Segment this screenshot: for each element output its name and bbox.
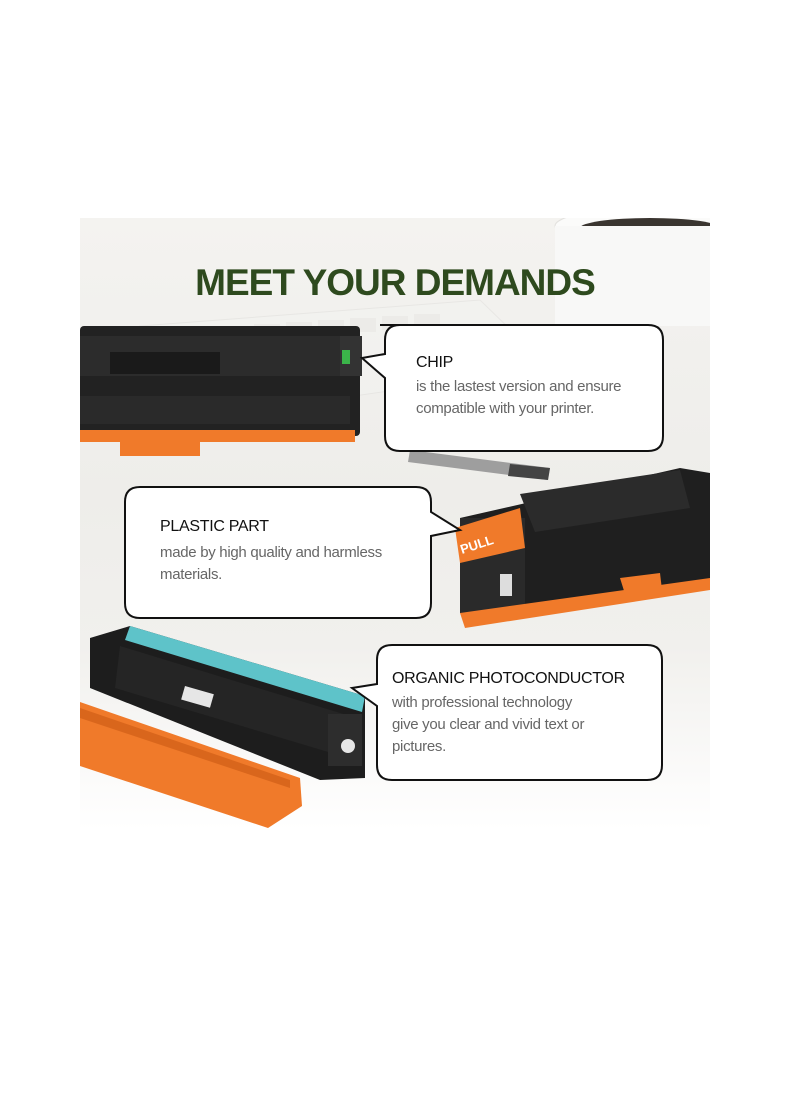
callout-bubble — [124, 486, 463, 619]
coffee-cup-image — [554, 218, 710, 326]
callout-text: made by high quality and harmless — [160, 544, 382, 561]
toner-cartridge-image: PULL — [455, 468, 710, 628]
pull-tab-image — [455, 508, 525, 563]
callout-heading: PLASTIC PART — [160, 518, 269, 535]
callout-text: materials. — [160, 566, 223, 583]
toner-cartridge-image — [80, 326, 362, 456]
callout-text: with professional technology — [392, 694, 573, 711]
callout-plastic-part: PLASTIC PART made by high quality and ha… — [124, 486, 464, 620]
callout-organic-photoconductor: ORGANIC PHOTOCONDUCTOR with professional… — [349, 644, 666, 782]
orange-protective-cover-image — [80, 702, 302, 828]
callout-chip: CHIP is the lastest version and ensure c… — [358, 324, 666, 452]
callout-text: compatible with your printer. — [416, 400, 595, 417]
chip-contact-image — [342, 350, 350, 364]
background-scene: PULL — [80, 218, 710, 828]
callout-text: pictures. — [392, 738, 446, 755]
callout-heading: ORGANIC PHOTOCONDUCTOR — [392, 670, 625, 687]
page-title: MEET YOUR DEMANDS — [195, 262, 596, 303]
product-feature-panel: PULL MEET YOUR DEMANDS CHIP is the laste… — [80, 218, 710, 830]
callout-text: give you clear and vivid text or — [392, 716, 585, 733]
callout-text: is the lastest version and ensure — [416, 378, 622, 395]
toner-cartridge-image — [90, 626, 365, 780]
callout-bubble — [359, 324, 664, 452]
callout-heading: CHIP — [416, 354, 454, 371]
callout-bubble — [349, 644, 663, 781]
pen-image — [408, 450, 550, 480]
